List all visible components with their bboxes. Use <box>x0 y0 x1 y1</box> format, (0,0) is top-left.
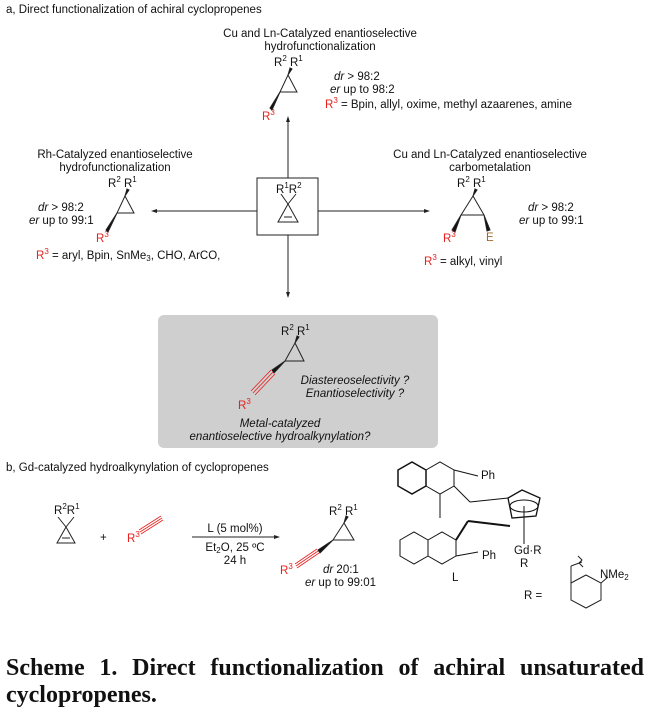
center-substrate-substituents: R1R2 <box>276 181 302 197</box>
scheme-caption: Scheme 1. Direct functionalization of ac… <box>6 655 644 708</box>
question-product-cyclopropane-icon <box>271 335 305 374</box>
right-product-substituents: R2 R1 <box>457 175 486 191</box>
question-diastereoselectivity: Diastereoselectivity ? <box>300 375 410 387</box>
top-product-r3: R3 <box>262 108 275 124</box>
conditions-catalyst: L (5 mol%) <box>207 523 263 535</box>
plus-sign: + <box>100 532 107 544</box>
ligand-ph-top: Ph <box>481 470 496 482</box>
top-r3-scope: R3 = Bpin, allyl, oxime, methyl azaarene… <box>325 96 573 112</box>
conditions-time: 24 h <box>223 555 247 567</box>
left-method-title-line1: Rh-Catalyzed enantioselective <box>37 149 193 161</box>
question-enantioselectivity: Enantioselectivity ? <box>305 388 405 400</box>
ligand-label: L <box>452 572 459 584</box>
question-product-r3: R3 <box>238 397 251 413</box>
b-product-alkyne-icon <box>294 548 320 569</box>
right-product-r3: R3 <box>443 230 456 246</box>
question-product-substituents: R2 R1 <box>281 323 310 339</box>
left-product-substituents: R2 R1 <box>108 175 137 191</box>
question-alkyne-icon <box>250 369 276 396</box>
b-alkyne-r3: R3 <box>127 530 140 546</box>
left-dr: dr > 98:2 <box>38 202 84 214</box>
top-dr: dr > 98:2 <box>334 71 380 83</box>
right-product-electrophile: E <box>486 232 494 244</box>
b-er: er up to 99:01 <box>305 577 376 589</box>
panel-a-heading: a, Direct functionalization of achiral c… <box>6 4 262 16</box>
r-group-benzene-icon <box>570 555 609 609</box>
top-product-cyclopropane-icon <box>269 67 298 111</box>
conditions-solvent-temp: Et2O, 25 ºC <box>205 542 265 555</box>
left-er: er up to 99:1 <box>29 215 94 227</box>
r-definition-label: R = <box>524 590 543 602</box>
b-substrate-substituents: R2R1 <box>54 502 80 518</box>
center-cyclopropene-icon <box>277 193 299 223</box>
top-er: er up to 98:2 <box>330 84 395 96</box>
b-product-r3: R3 <box>280 562 293 578</box>
b-cyclopropene-icon <box>56 516 76 544</box>
panel-b-heading: b, Gd-catalyzed hydroalkynylation of cyc… <box>6 462 269 474</box>
question-bottom-line2: enantioselective hydroalkynylation? <box>189 431 371 443</box>
ligand-ph-bottom: Ph <box>482 550 497 562</box>
question-bottom-line1: Metal-catalyzed <box>239 418 321 430</box>
b-product-substituents: R2 R1 <box>329 503 358 519</box>
ligand-gd-r-bottom: R <box>520 558 529 570</box>
top-product-substituents: R2 R1 <box>274 54 303 70</box>
right-dr: dr > 98:2 <box>528 202 574 214</box>
ligand-structure-icon <box>397 461 541 565</box>
b-product-cyclopropane-icon <box>317 515 355 554</box>
right-method-title-line2: carbometalation <box>449 162 531 174</box>
left-method-title-line2: hydrofunctionalization <box>59 162 171 174</box>
top-method-title-line2: hydrofunctionalization <box>264 41 376 53</box>
right-method-title-line1: Cu and Ln-Catalyzed enantioselective <box>393 149 587 161</box>
ligand-gd-center: Gd·R <box>514 545 542 557</box>
right-product-cyclopropane-icon <box>451 188 491 233</box>
right-er: er up to 99:1 <box>519 215 584 227</box>
b-alkyne-icon <box>138 515 164 535</box>
left-product-r3: R3 <box>96 230 109 246</box>
b-dr: dr 20:1 <box>323 564 359 576</box>
left-r3-scope: R3 = aryl, Bpin, SnMe3, CHO, ArCO, <box>36 247 221 263</box>
top-method-title-line1: Cu and Ln-Catalyzed enantioselective <box>223 28 417 40</box>
center-substrate-box <box>256 177 319 236</box>
right-r3-scope: R3 = alkyl, vinyl <box>424 253 503 269</box>
left-product-cyclopropane-icon <box>105 188 135 233</box>
